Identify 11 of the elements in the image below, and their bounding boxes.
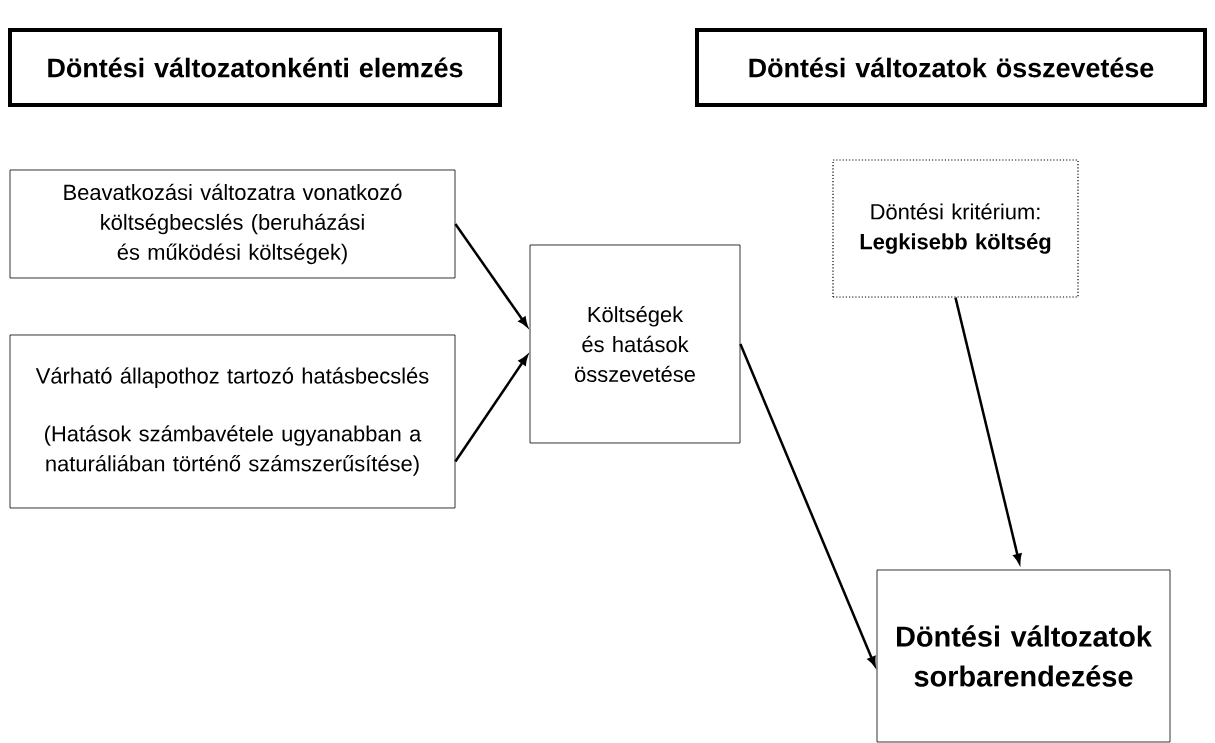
criterion-box: Döntési kritérium: Legkisebb költség [832, 159, 1079, 298]
arrow [454, 355, 528, 463]
title-box: Döntési változatok összevetése [695, 28, 1207, 107]
process-box: Beavatkozási változatra vonatkozó költségbecslés (beruházási és működési költségek) [9, 169, 456, 279]
title-box: Döntési változatonkénti elemzés [8, 28, 502, 107]
arrow [954, 297, 1022, 564]
result-box: Döntési változatok sorbarendezése [876, 569, 1171, 743]
arrow [454, 223, 528, 327]
process-box: Költségek és hatások összevetése [529, 244, 741, 444]
process-box: Várható állapothoz tartozó hatásbecslés (Hatások számbavétele ugyanabban a naturáliában történő számszerűsítése) [9, 334, 456, 509]
arrow [739, 343, 876, 667]
